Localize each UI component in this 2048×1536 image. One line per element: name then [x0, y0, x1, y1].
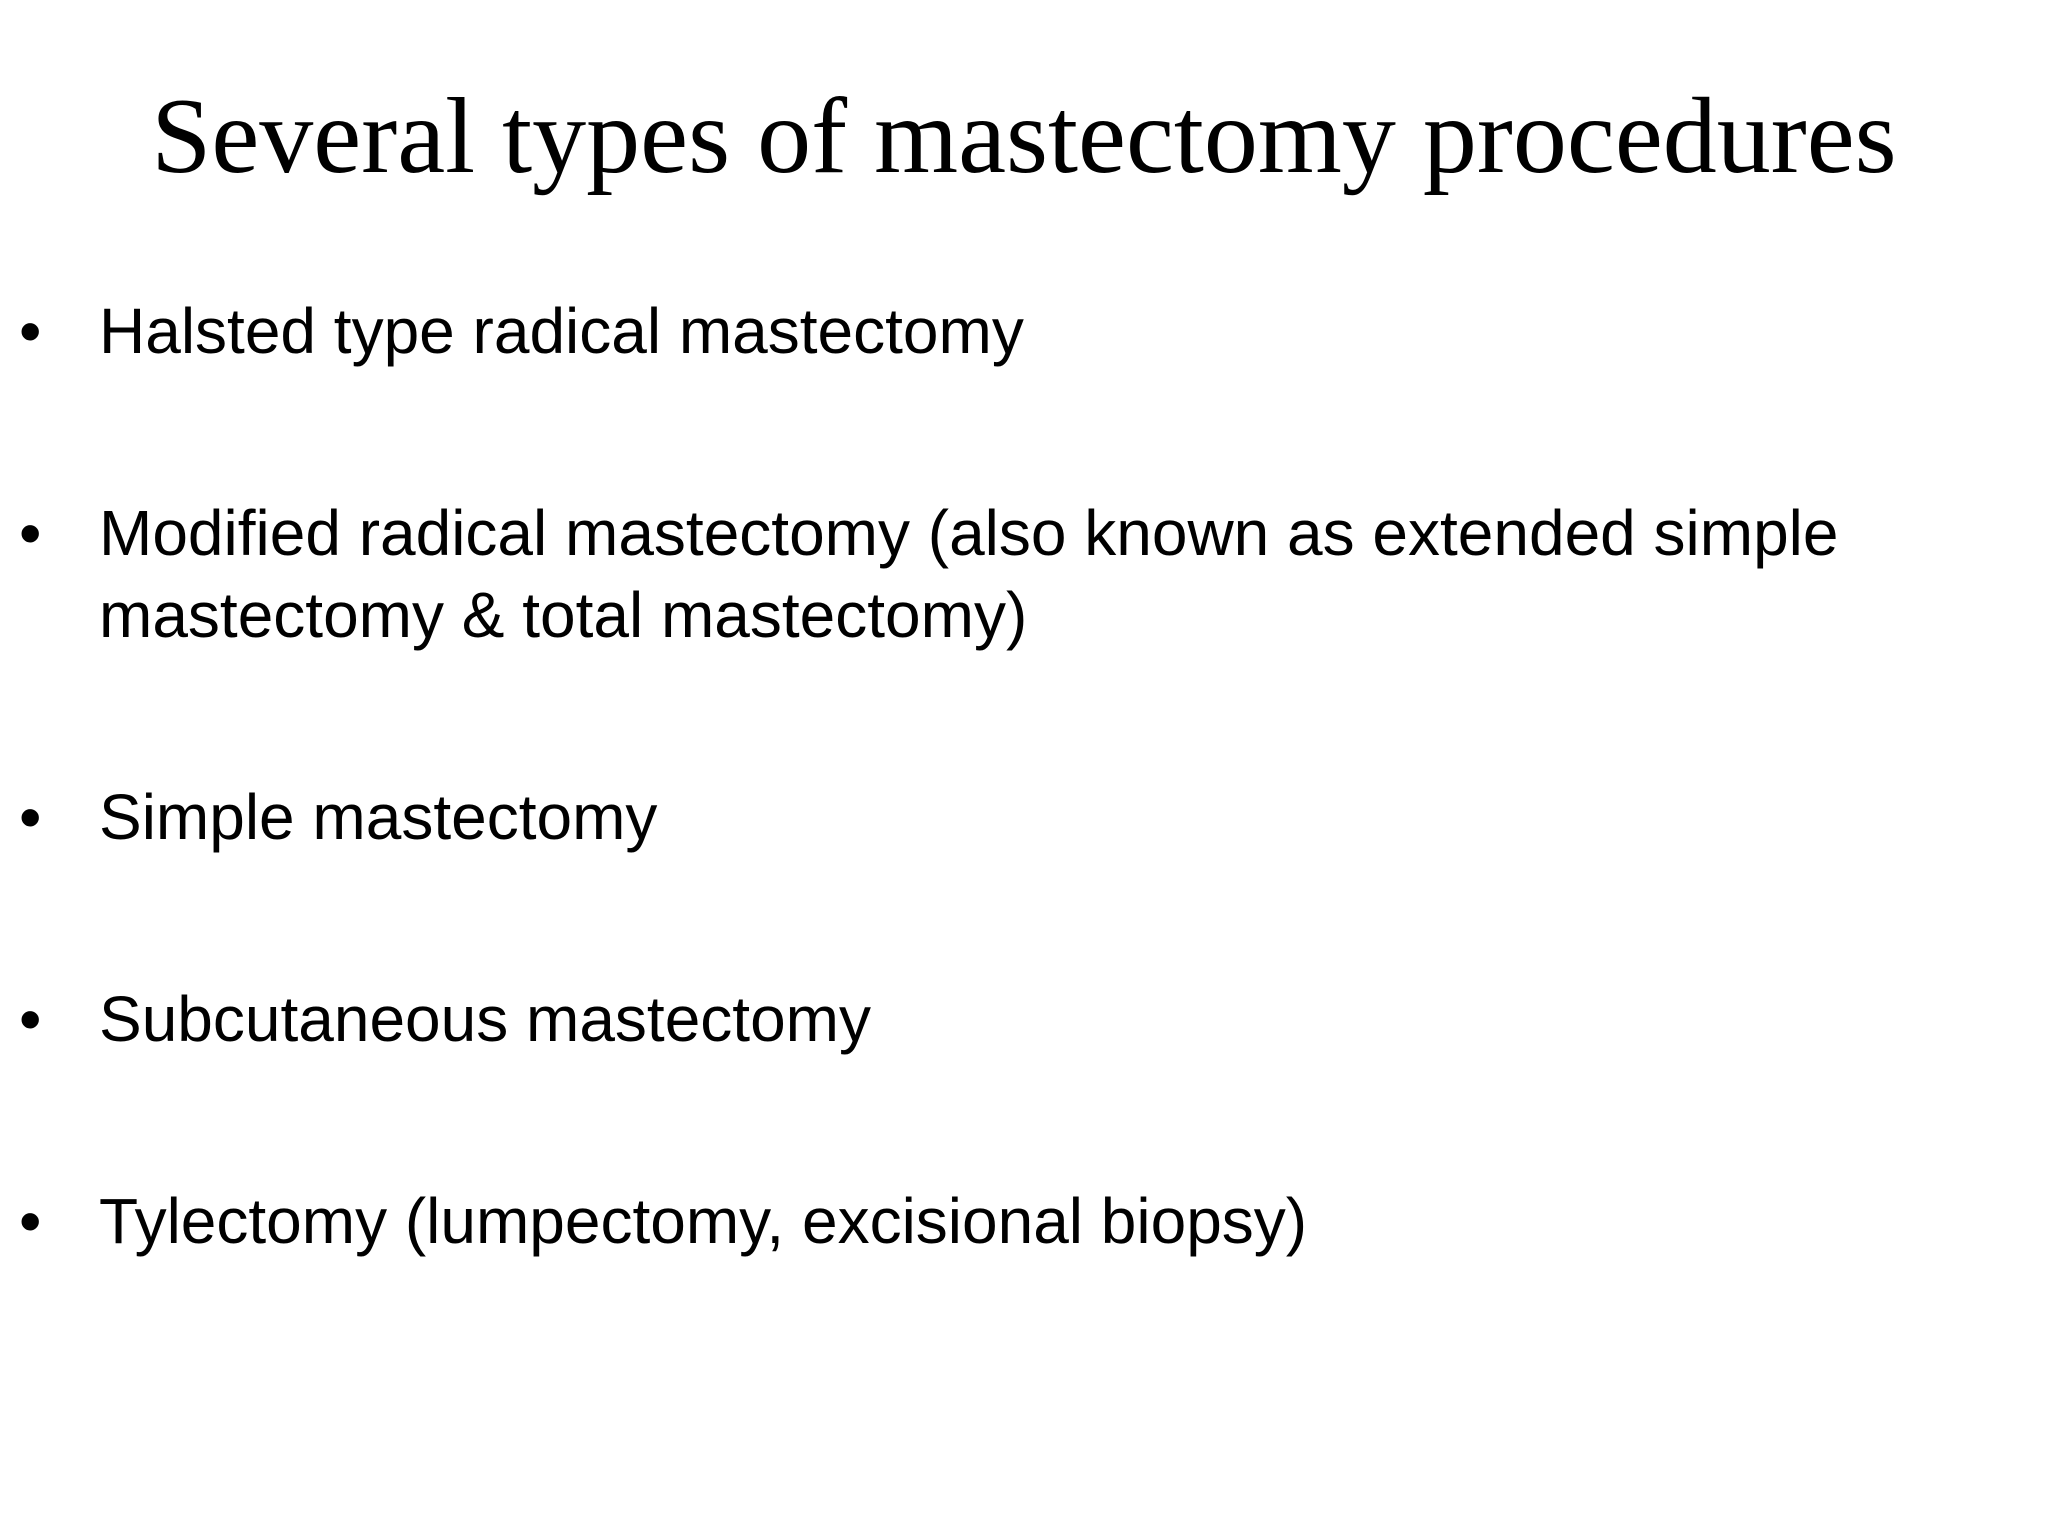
list-item: • Tylectomy (lumpectomy, excisional biop…	[0, 1180, 2048, 1262]
list-item: • Subcutaneous mastectomy	[0, 978, 2048, 1060]
list-item: • Simple mastectomy	[0, 776, 2048, 858]
list-item: • Halsted type radical mastectomy	[0, 290, 2048, 372]
slide-title: Several types of mastectomy procedures	[151, 77, 1897, 196]
bullet-text: Modified radical mastectomy (also known …	[99, 497, 1839, 651]
bullet-icon: •	[19, 983, 42, 1055]
bullet-text: Subcutaneous mastectomy	[99, 983, 871, 1055]
bullet-text: Simple mastectomy	[99, 781, 658, 853]
bullet-text: Halsted type radical mastectomy	[99, 295, 1024, 367]
bullet-text: Tylectomy (lumpectomy, excisional biopsy…	[99, 1185, 1308, 1257]
bullet-icon: •	[19, 295, 42, 367]
bullet-icon: •	[19, 1185, 42, 1257]
list-item: • Modified radical mastectomy (also know…	[0, 492, 2048, 656]
bullet-icon: •	[19, 497, 42, 569]
bullet-list: • Halsted type radical mastectomy • Modi…	[0, 290, 2048, 1262]
bullet-icon: •	[19, 781, 42, 853]
